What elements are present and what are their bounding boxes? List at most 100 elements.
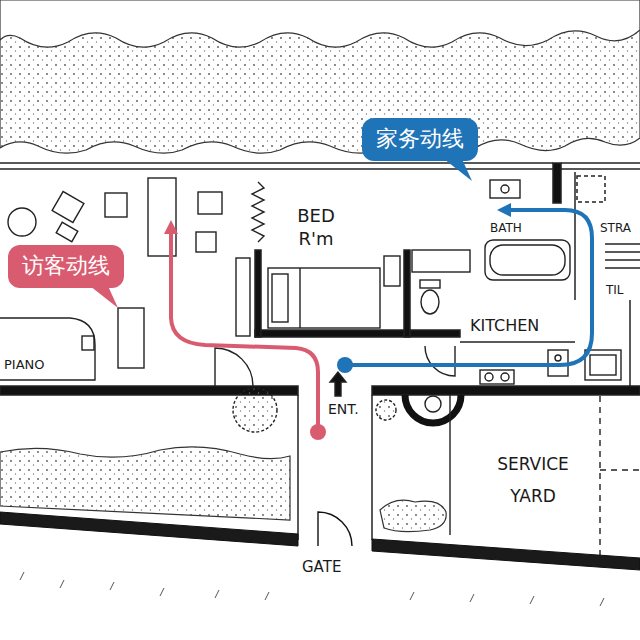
callout-tail	[90, 286, 118, 308]
furniture	[425, 346, 455, 376]
house-wall	[0, 163, 640, 540]
furniture	[605, 267, 640, 268]
furniture	[412, 250, 470, 272]
garden-wall	[318, 512, 352, 546]
room-label: TIL	[606, 283, 624, 297]
furniture	[8, 208, 36, 236]
furniture	[449, 395, 450, 535]
housework-route	[345, 210, 592, 365]
grass-marks	[215, 590, 219, 598]
house-wall	[561, 162, 640, 164]
furniture	[56, 222, 78, 241]
house-wall	[255, 250, 261, 337]
furniture	[330, 372, 346, 396]
hedge-top	[0, 0, 640, 153]
furniture	[480, 370, 514, 384]
furniture	[600, 469, 640, 470]
furniture	[490, 180, 520, 198]
furniture	[236, 258, 250, 336]
room-label: GATE	[302, 558, 341, 576]
furniture	[0, 318, 95, 380]
furniture	[52, 191, 84, 222]
callout-text: 访客动线	[22, 252, 110, 281]
visitor-route	[164, 220, 178, 234]
furniture	[0, 178, 640, 560]
garden-wall	[372, 539, 640, 570]
furniture	[501, 185, 509, 193]
furniture	[105, 193, 127, 217]
furniture	[272, 274, 288, 322]
furniture	[421, 290, 439, 314]
grass-marks	[530, 596, 534, 604]
callout-tail	[444, 159, 474, 183]
house-wall	[553, 163, 561, 203]
house-wall	[629, 300, 631, 386]
visitor-route	[164, 220, 326, 440]
callout-tail	[90, 286, 120, 310]
furniture	[599, 396, 600, 560]
house-wall	[577, 176, 605, 202]
furniture	[555, 355, 561, 361]
grass-marks	[600, 598, 604, 606]
furniture	[384, 256, 400, 286]
house-wall	[574, 172, 576, 300]
furniture	[485, 373, 493, 381]
furniture	[605, 251, 640, 252]
house-wall	[0, 162, 553, 164]
house-wall	[404, 250, 410, 337]
furniture	[82, 336, 94, 350]
house-wall	[561, 168, 640, 170]
furniture	[490, 245, 565, 275]
callout-bubble: 访客动线	[8, 245, 124, 288]
furniture	[405, 395, 461, 423]
visitor-route	[310, 424, 326, 440]
grass-marks	[265, 592, 269, 600]
housework-route	[337, 203, 592, 373]
room-label: KITCHEN	[470, 316, 539, 335]
room-label: BED R'm	[288, 205, 344, 250]
garden-wall	[0, 512, 298, 546]
furniture	[485, 240, 570, 280]
house-wall	[372, 386, 640, 395]
room-label: BATH	[490, 221, 522, 235]
furniture	[605, 259, 640, 260]
furniture	[118, 308, 144, 368]
furniture	[605, 243, 640, 244]
grass-marks	[60, 580, 64, 588]
grass-marks	[410, 592, 414, 600]
furniture	[420, 280, 440, 288]
housework-route	[497, 203, 511, 217]
grass-marks	[20, 572, 24, 580]
furniture	[215, 348, 253, 386]
room-label: STRA	[600, 221, 631, 235]
furniture	[501, 373, 509, 381]
grass-marks	[20, 572, 604, 606]
furniture	[299, 268, 300, 328]
hedge-bottom	[0, 447, 290, 520]
furniture	[198, 192, 222, 214]
hedge-top	[0, 0, 640, 47]
room-label: ENT.	[328, 401, 359, 418]
callout-text: 家务动线	[376, 125, 464, 154]
furniture	[268, 268, 380, 328]
grass-marks	[470, 594, 474, 602]
grass-marks	[160, 588, 164, 596]
furniture	[252, 182, 264, 242]
callout-bubble: 家务动线	[362, 118, 478, 161]
hedge-bottom	[380, 500, 446, 531]
furniture	[376, 400, 396, 420]
room-label: SERVICE YARD	[478, 448, 588, 513]
furniture	[233, 388, 277, 432]
visitor-route	[171, 232, 318, 432]
furniture	[196, 232, 216, 252]
room-label: PIANO	[4, 357, 45, 373]
furniture	[585, 350, 621, 380]
furniture	[425, 396, 441, 412]
housework-route	[337, 357, 353, 373]
house-wall	[371, 395, 373, 540]
house-wall	[0, 168, 553, 170]
hedge-top	[0, 0, 640, 153]
house-wall	[297, 395, 299, 540]
